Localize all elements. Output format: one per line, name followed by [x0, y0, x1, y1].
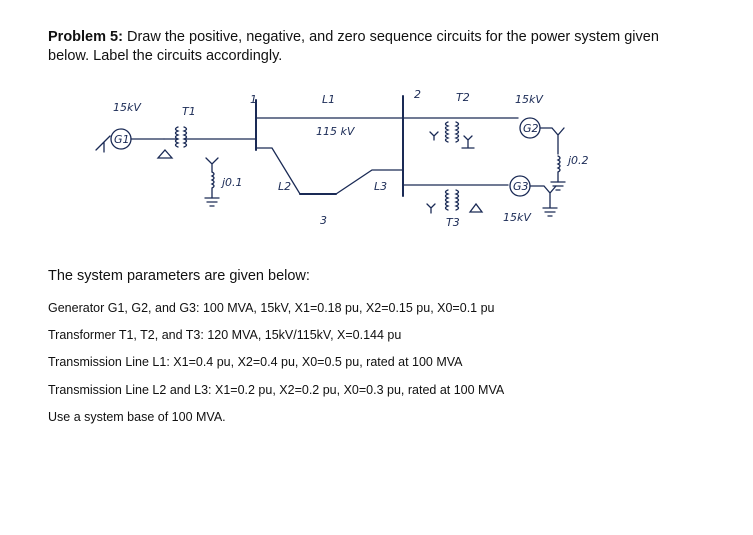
g2-label: G2 [523, 122, 539, 135]
lines-l2-l3: L2 L3 3 [255, 147, 403, 227]
g3-voltage: 15kV [503, 211, 532, 224]
param-lines-l2-l3: Transmission Line L2 and L3: X1=0.2 pu, … [48, 383, 505, 397]
generator-g1: G1 15kV [95, 101, 142, 153]
param-generators: Generator G1, G2, and G3: 100 MVA, 15kV,… [48, 301, 495, 315]
generator-g3: G3 15kV [503, 175, 558, 224]
param-line-l1: Transmission Line L1: X1=0.4 pu, X2=0.4 … [48, 355, 463, 369]
transformer-t1: T1 [163, 105, 256, 148]
problem-statement: Problem 5: Draw the positive, negative, … [48, 28, 698, 66]
g3-label: G3 [513, 180, 529, 193]
l2-label: L2 [278, 180, 291, 193]
t2-label: T2 [456, 91, 470, 104]
param-system-base: Use a system base of 100 MVA. [48, 410, 226, 424]
g1-label: G1 [114, 133, 130, 146]
problem-label: Problem 5: [48, 29, 123, 45]
t3-label: T3 [446, 216, 460, 229]
bus-1-label: 1 [250, 93, 257, 106]
z-g2-ground: j0.2 [566, 154, 589, 167]
generator-g2: G2 15kV j0.2 [515, 93, 589, 191]
t1-delta-symbol [156, 149, 174, 159]
bus-3-label: 3 [320, 214, 327, 227]
l1-voltage: 115 kV [316, 125, 356, 138]
line-l1: L1 115 kV [255, 93, 403, 138]
power-system-diagram: G1 15kV T1 j0.1 1 L1 115 kV L2 L3 3 2 [95, 88, 589, 229]
t1-label: T1 [182, 105, 196, 118]
g1-neutral-grounding: j0.1 [204, 157, 243, 207]
z-g1-ground: j0.1 [220, 176, 243, 189]
transformer-t2: T2 [402, 91, 519, 149]
l3-label: L3 [374, 180, 387, 193]
problem-text: Draw the positive, negative, and zero se… [48, 29, 659, 64]
g1-voltage: 15kV [113, 101, 142, 114]
param-transformers: Transformer T1, T2, and T3: 120 MVA, 15k… [48, 328, 402, 342]
l1-label: L1 [322, 93, 335, 106]
transformer-t3: T3 [402, 184, 509, 229]
bus-2-label: 2 [414, 88, 421, 101]
params-title: The system parameters are given below: [48, 268, 310, 284]
g2-voltage: 15kV [515, 93, 544, 106]
